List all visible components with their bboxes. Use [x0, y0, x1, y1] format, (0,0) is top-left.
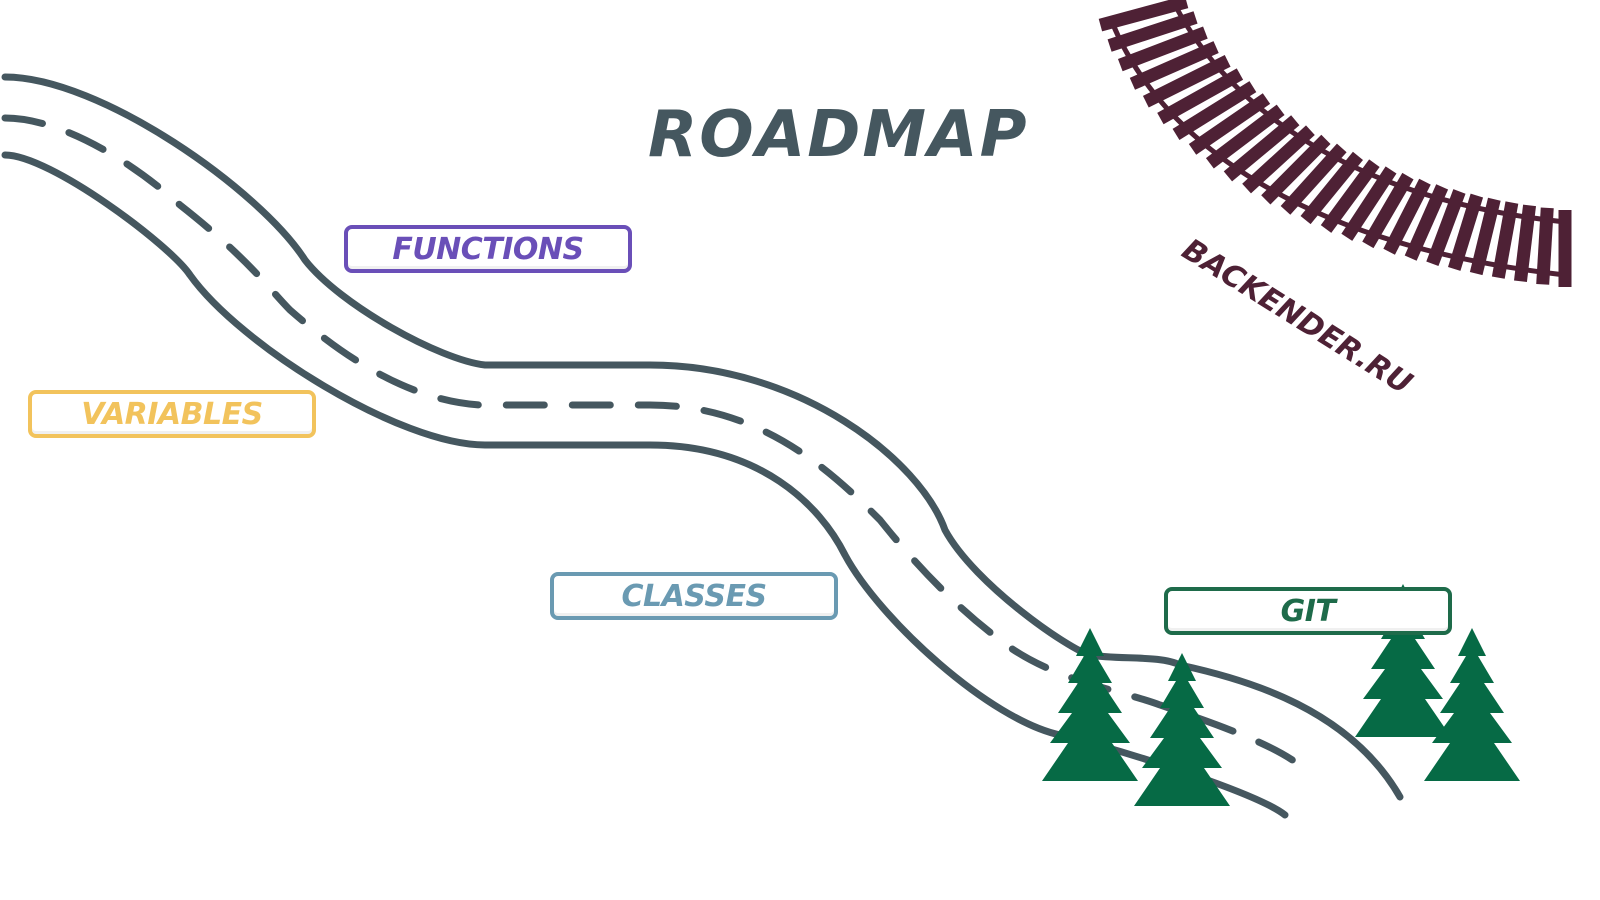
rail-sleeper: [1261, 134, 1331, 205]
railway-arc: [1098, 0, 1572, 287]
rail-sleeper: [1172, 81, 1257, 140]
tree-icon: [1134, 653, 1230, 806]
rail-sleeper: [1205, 104, 1285, 169]
rail-sleeper: [1223, 115, 1300, 182]
tree-group: [1042, 584, 1520, 806]
rail-sleeper: [1142, 55, 1231, 108]
rail-sleeper: [1426, 189, 1466, 267]
rail-sleeper: [1514, 204, 1536, 282]
tree-icon: [1042, 628, 1138, 781]
rail-sleeper: [1469, 197, 1501, 276]
rail-sleeper: [1129, 41, 1219, 90]
rail-sleeper: [1404, 184, 1449, 261]
rail-sleeper: [1242, 125, 1315, 194]
topic-tag-git: GIT: [1164, 587, 1452, 635]
topic-label: FUNCTIONS: [392, 231, 584, 267]
rail-sleeper: [1383, 178, 1431, 255]
rail-sleeper: [1117, 26, 1208, 72]
rail-sleeper: [1362, 172, 1414, 249]
topic-tag-variables: VARIABLES: [28, 390, 316, 438]
rail-sleeper: [1448, 193, 1484, 271]
rail-sleeper: [1341, 166, 1397, 241]
page-title: ROADMAP: [648, 98, 1029, 172]
rail-sleeper: [1491, 201, 1519, 279]
rail-sleeper: [1280, 143, 1347, 215]
topic-label: CLASSES: [621, 578, 767, 614]
rail-sleeper: [1320, 159, 1380, 233]
rail-sleeper: [1157, 68, 1244, 125]
topic-label: GIT: [1280, 593, 1336, 629]
tree-icon: [1424, 628, 1520, 781]
tree-icon: [1355, 584, 1451, 737]
topic-tag-classes: CLASSES: [550, 572, 838, 620]
rail-sleepers: [1098, 0, 1572, 287]
rail-sleeper: [1300, 151, 1363, 225]
topic-tag-functions: FUNCTIONS: [344, 225, 632, 273]
site-label: BACKENDER.RU: [1176, 232, 1418, 402]
rail-sleeper: [1188, 93, 1271, 155]
road-center-line: [1, 114, 1314, 779]
rail-sleeper: [1098, 0, 1189, 32]
rail-sleeper: [1107, 11, 1198, 52]
topic-label: VARIABLES: [81, 396, 263, 432]
rail-sleeper: [1536, 207, 1554, 285]
